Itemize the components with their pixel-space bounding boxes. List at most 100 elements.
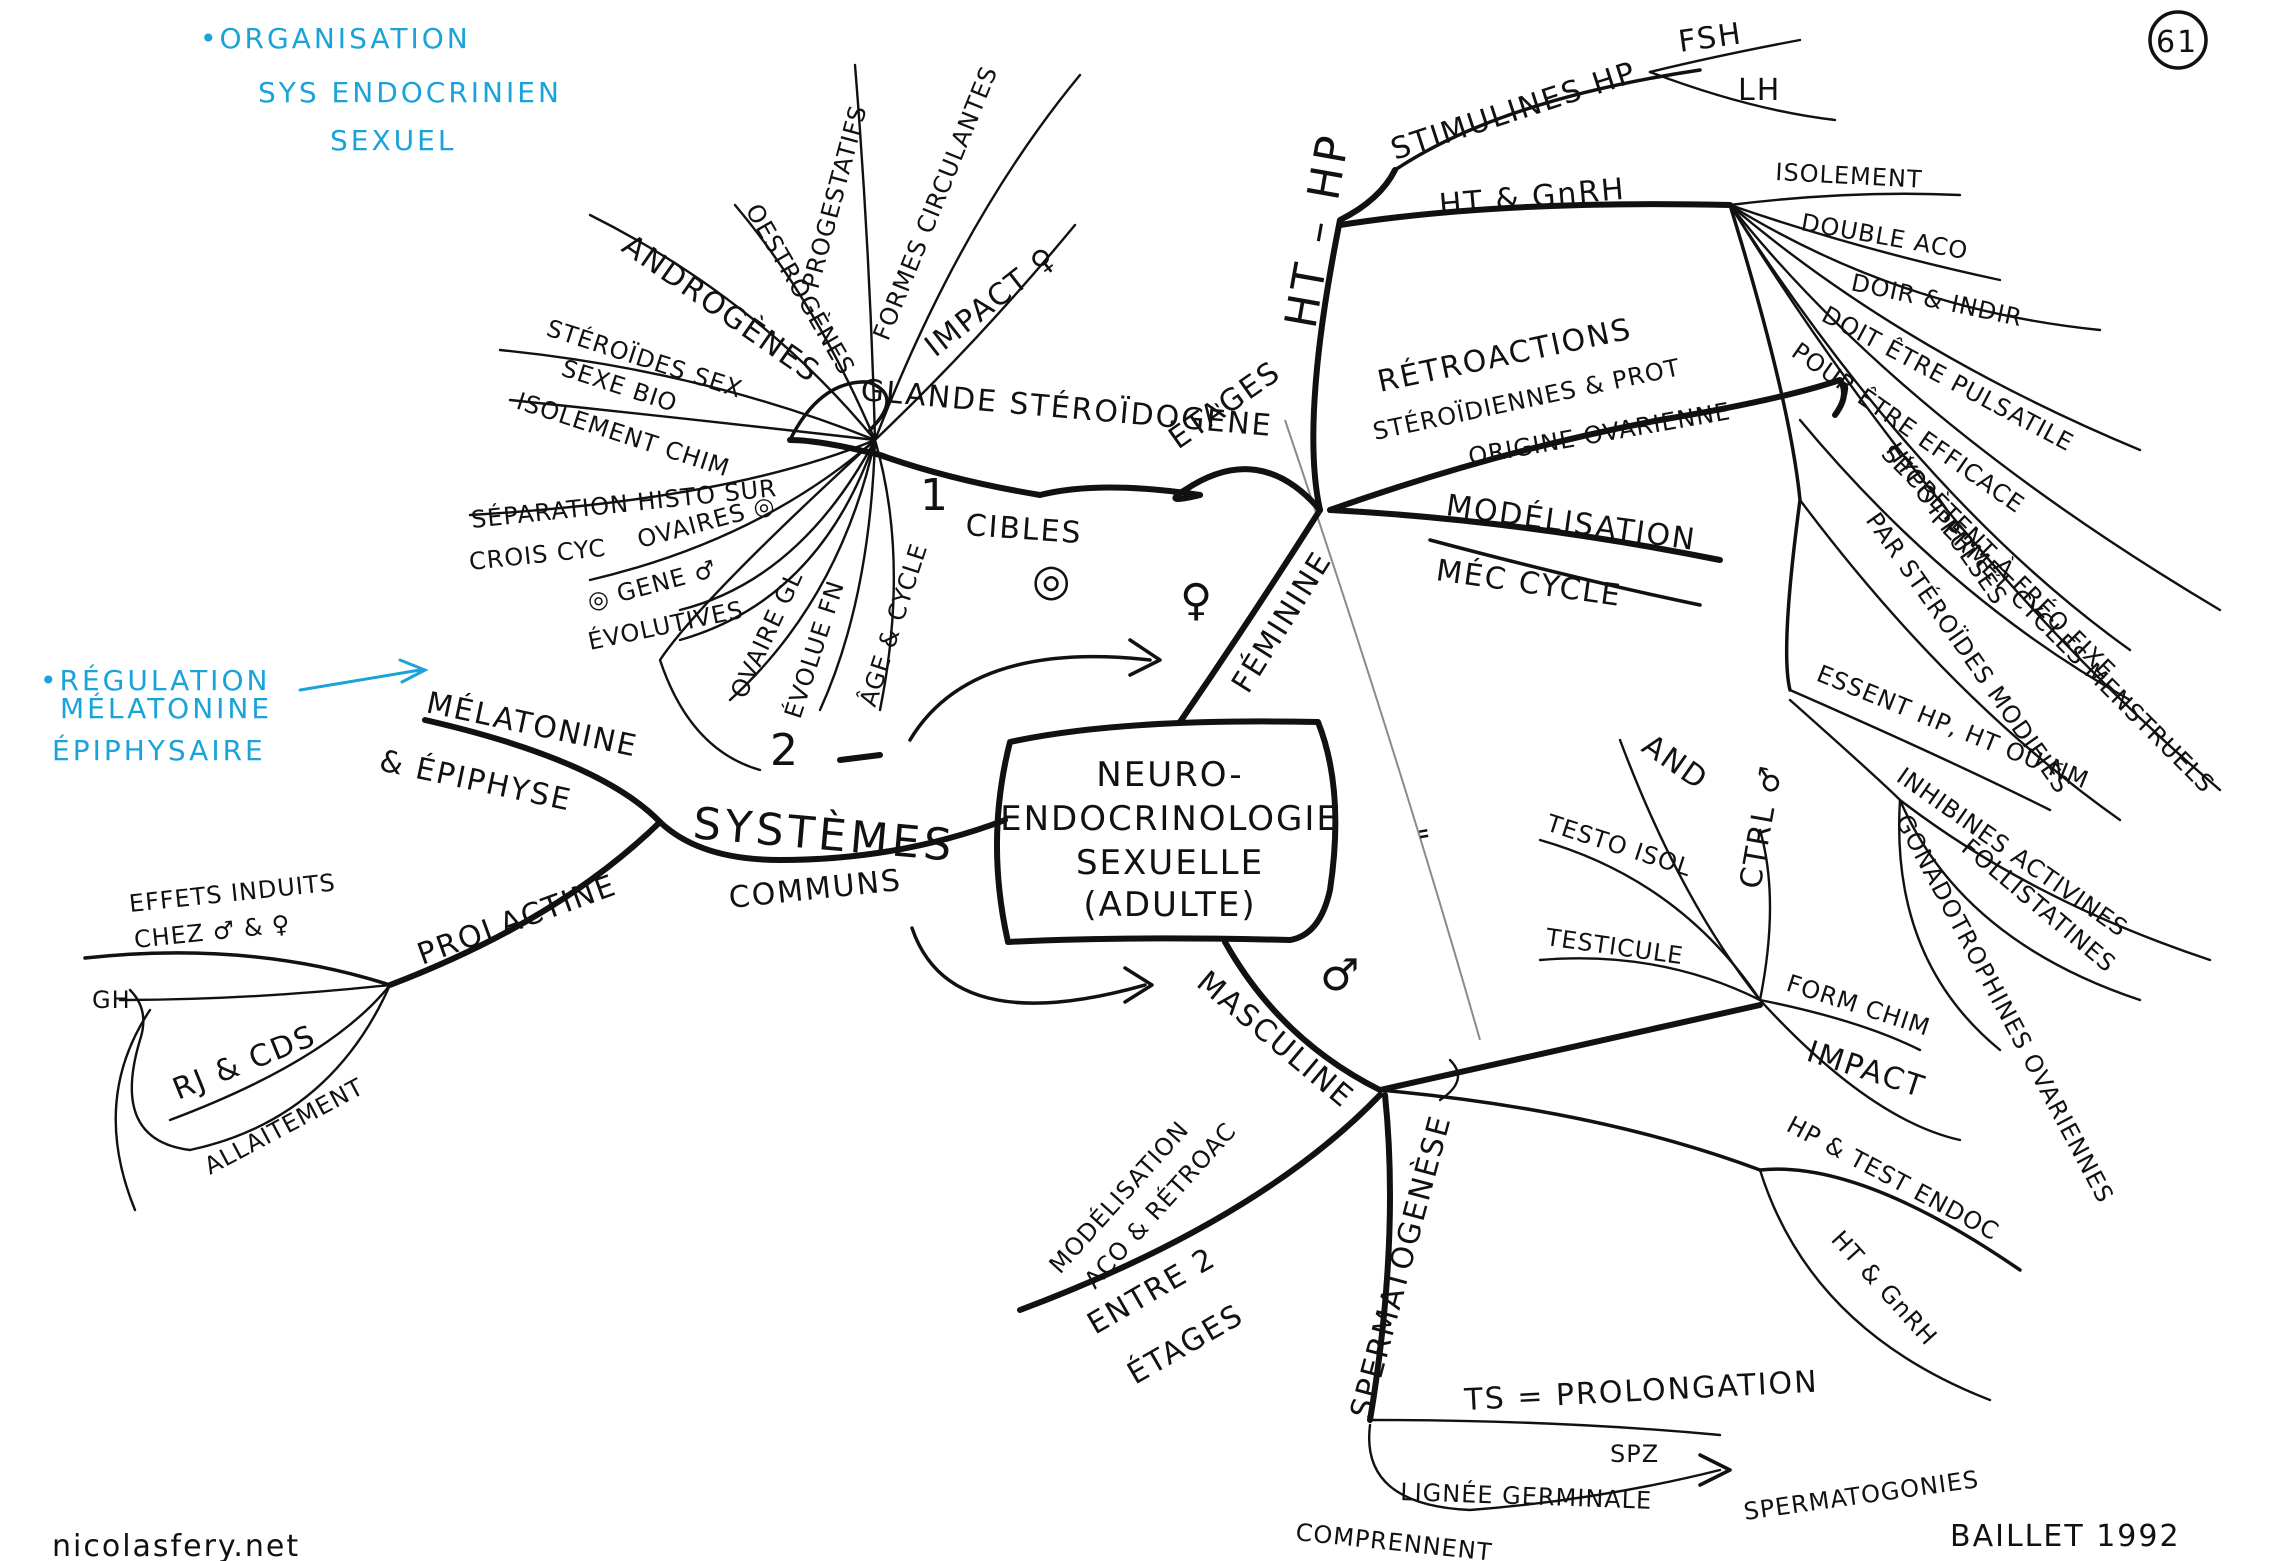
- target-symbol: ◎: [1032, 555, 1074, 606]
- leaf-dir-indir: [1728, 203, 2102, 332]
- leaf-freq-fixe: [1728, 203, 2132, 652]
- branch-essentiel: [1728, 203, 1802, 692]
- branch-fsh: [1648, 38, 1802, 74]
- female-symbol: ♀: [1180, 575, 1216, 626]
- leaf-pulsatile: [1728, 203, 2142, 452]
- arrow-to-male: [910, 926, 1147, 1005]
- label-testicule: TESTICULE: [1543, 923, 1685, 970]
- header-note-line-2: SYS ENDOCRINIEN: [258, 76, 562, 109]
- leaf-impact-m: [1758, 998, 1962, 1142]
- side-note-line-2: MÉLATONINE: [60, 691, 272, 725]
- center-box: [993, 718, 1339, 945]
- blue-arrowhead: [398, 658, 429, 684]
- leaf-formes: [873, 73, 1082, 442]
- hub-loop: [788, 380, 889, 442]
- label-systemes: SYSTÈMES: [691, 796, 958, 872]
- label-prolactine: PROLACTINE: [413, 868, 622, 973]
- branch-prolactine: [387, 819, 663, 988]
- label-modelisation-f: MODÉLISATION: [1444, 487, 1699, 558]
- leaf-essentiel: [1788, 688, 2052, 812]
- leaf-progestatifs: [853, 63, 877, 442]
- leaf-form-chim: [1758, 998, 1922, 1052]
- leaf-steroides: [498, 348, 877, 442]
- label-ht-gnrh: HT & GnRH: [1438, 172, 1627, 223]
- branch-stimulines: [1393, 68, 1702, 172]
- mark-dash: [837, 752, 883, 763]
- label-communs: COMMUNS: [727, 863, 903, 916]
- center-line-2: ENDOCRINOLOGIE: [1000, 799, 1340, 839]
- leaf-testicule: [1538, 957, 1762, 1002]
- leaf-lignee: [1367, 1423, 1722, 1512]
- label-form-chim: FORM CHIM: [1783, 969, 1934, 1042]
- leaf-inhibines: [1788, 698, 2212, 962]
- label-progestatifs: PROGESTATIFS: [797, 102, 873, 292]
- side-note-line-1: •RÉGULATION: [40, 663, 270, 697]
- male-symbol: ♂: [1320, 950, 1363, 1001]
- leaf-gonadotrophines: [1898, 798, 2002, 1052]
- leaf-ovaire-gl: [728, 438, 877, 702]
- label-and: AND: [1635, 728, 1714, 798]
- label-ht-hp: HT – HP: [1276, 128, 1361, 331]
- leaf-androgenes: [588, 213, 877, 442]
- footer-author: BAILLET 1992: [1950, 1519, 2181, 1554]
- leaf-efficace: [1728, 203, 2222, 612]
- loop-ctrl: [1438, 1058, 1460, 1102]
- leaf-spz: [1368, 1418, 1722, 1437]
- label-comprennent: COMPRENNENT: [1294, 1518, 1493, 1561]
- mark-1: 1: [920, 470, 952, 521]
- leaf-separation: [468, 438, 877, 517]
- side-note-line-3: ÉPIPHYSAIRE: [52, 733, 266, 767]
- ditto-mark: ": [1397, 825, 1434, 847]
- label-lignee: LIGNÉE GERMINALE: [1400, 1477, 1653, 1515]
- label-mec-cycle: MÉC CYCLE: [1434, 552, 1624, 614]
- leaf-hypot-pulses: [1798, 418, 2132, 702]
- label-ctrl: CTRL ♂: [1733, 762, 1789, 891]
- branch-etages: [1172, 466, 1323, 513]
- leaf-evolue: [818, 438, 877, 712]
- allaitement-loop: [114, 1008, 152, 1212]
- label-gh: GH: [92, 986, 131, 1014]
- branch-allaitement: [128, 983, 392, 1152]
- leaf-testo: [1538, 838, 1762, 1002]
- footer-site: nicolasfery.net: [52, 1529, 300, 1561]
- label-ht-gnrh-m: HT & GnRH: [1826, 1225, 1943, 1351]
- label-cibles: CIBLES: [964, 508, 1083, 551]
- branch-feminine: [1177, 507, 1323, 725]
- leaf-double-aco: [1728, 203, 2002, 282]
- branch-gh: [118, 983, 392, 1002]
- label-impact: IMPACT ♀: [918, 240, 1064, 365]
- blue-arrow: [298, 668, 422, 692]
- page-number-circle: [2148, 10, 2208, 70]
- branch-ht-gnrh: [1337, 201, 1733, 228]
- branch-ctrl: [1377, 1002, 1763, 1093]
- leaf-modifies: [1798, 498, 2122, 822]
- leaf-cycles: [1728, 203, 2222, 792]
- branch-systemes: [657, 817, 1008, 863]
- label-lh: LH: [1738, 73, 1781, 108]
- label-spermatogonies: SPERMATOGONIES: [1742, 1465, 1981, 1526]
- mark-2: 2: [770, 725, 802, 776]
- label-isolement: ISOLEMENT: [1775, 158, 1923, 194]
- label-essentiel: ESSENT HP, HT OU NM: [1813, 660, 2093, 795]
- branch-melatonine: [422, 717, 663, 825]
- leaf-oestrogenes: [733, 203, 877, 442]
- center-line-4: (ADULTE): [1083, 885, 1256, 925]
- page-number: 61: [2156, 25, 2198, 60]
- leaf-ctrl: [1758, 828, 1772, 1002]
- label-crois-cyc: CROIS CYC: [468, 534, 608, 576]
- arrowhead-male: [1123, 966, 1154, 1004]
- branch-modelisation-m: [1017, 1092, 1383, 1313]
- branch-glande: [787, 437, 1203, 498]
- leaf-age-cycle: [873, 438, 896, 712]
- branch-effets: [83, 951, 392, 987]
- leaf-ht-gnrh-m: [1758, 1168, 1992, 1402]
- center-line-1: NEURO-: [1096, 755, 1243, 795]
- arrow-spermatogonies: [1698, 1453, 1732, 1487]
- label-chez: CHEZ ♂ & ♀: [133, 910, 292, 954]
- label-ts: TS = PROLONGATION: [1463, 1364, 1820, 1418]
- branch-ht-hp: [1310, 167, 1398, 513]
- label-stimulines: STIMULINES HP: [1387, 55, 1642, 167]
- branch-mec-cycle: [1428, 538, 1702, 607]
- center-line-3: SEXUELLE: [1076, 843, 1264, 883]
